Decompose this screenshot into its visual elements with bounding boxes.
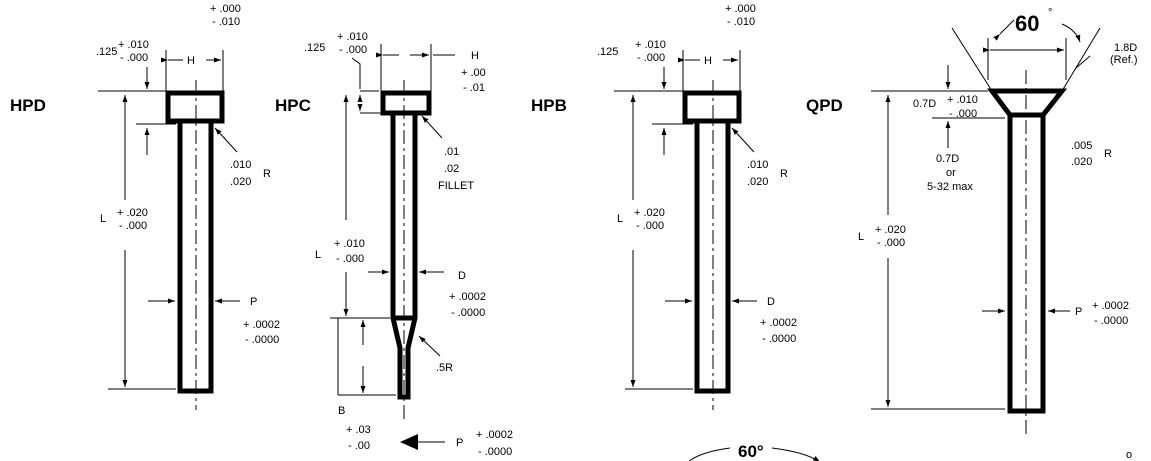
hpb-head-tol-plus: + .010 [635, 39, 666, 51]
hpb-head-tol-minus: - .000 [637, 52, 665, 64]
hpd-point-label: P [250, 296, 257, 308]
qpd-radius-2: .020 [1071, 156, 1092, 168]
hpd-drawing: HPD H + .000 - .010 .125 + .010 - .000 L… [10, 3, 280, 410]
bottom-partial-drawing: 60° o [688, 442, 1132, 461]
hpd-label: HPD [10, 96, 46, 115]
hpc-head-height: .125 [304, 42, 325, 54]
hpc-dia-tol-plus: + .0002 [449, 291, 486, 303]
hpb-label: HPB [531, 96, 567, 115]
hpd-top-tol-minus: - .010 [212, 16, 240, 28]
hpc-dia-label: D [458, 270, 466, 282]
hpb-length-label: L [617, 213, 623, 225]
qpd-length-tol-minus: - .000 [877, 237, 905, 249]
hpb-top-tol-plus: + .000 [725, 3, 756, 15]
hpd-head-tol-plus: + .010 [118, 39, 149, 51]
qpd-point-label: P [1075, 306, 1082, 318]
hpc-head-tol-minus: - .000 [339, 44, 367, 56]
hpd-radius-label: R [263, 168, 271, 180]
hpb-head-height: .125 [597, 46, 618, 58]
qpd-head-note-1: 0.7D [936, 153, 959, 165]
hpc-b-tol-minus: - .00 [348, 440, 370, 452]
qpd-drawing: QPD 60 ° 1.8D (Ref.) 0.7D + .010 - .000 … [806, 7, 1138, 438]
qpd-angle-value: 60 [1015, 11, 1039, 36]
hpd-head-tol-minus: - .000 [120, 52, 148, 64]
qpd-length-tol-plus: + .020 [875, 224, 906, 236]
hpc-fillet-1: .01 [444, 146, 459, 158]
hpd-length-label: L [100, 213, 106, 225]
hpc-label: HPC [275, 96, 311, 115]
hpc-point-tol-plus: + .0002 [476, 429, 513, 441]
hpb-dia-tol-plus: + .0002 [760, 317, 797, 329]
hpc-h-tol-minus: - .01 [463, 82, 485, 94]
bottom-angle-label: 60° [738, 442, 764, 461]
hpc-blend-radius: .5R [436, 362, 453, 374]
hpd-point-tol-minus: - .0000 [245, 334, 279, 346]
hpc-dia-tol-minus: - .0000 [451, 307, 485, 319]
hpc-point-tol-minus: - .0000 [478, 446, 512, 458]
qpd-angle-degree: ° [1048, 7, 1052, 19]
hpd-radius-2: .020 [230, 176, 251, 188]
hpd-radius-1: .010 [230, 159, 251, 171]
hpc-fillet-2: .02 [444, 163, 459, 175]
hpc-head-tol-plus: + .010 [337, 31, 368, 43]
qpd-head-tol-minus: - .000 [949, 108, 977, 120]
qpd-head-note-3: 5-32 max [927, 181, 973, 193]
hpc-fillet-label: FILLET [438, 180, 474, 192]
hpc-h-tol-plus: + .00 [461, 67, 486, 79]
hpd-top-tol-plus: + .000 [210, 3, 241, 15]
hpc-h-label: H [471, 50, 479, 62]
hpd-length-tol-minus: - .000 [119, 220, 147, 232]
hpd-h-label: H [187, 55, 195, 67]
hpc-length-label: L [315, 249, 321, 261]
hpd-length-tol-plus: + .020 [117, 207, 148, 219]
qpd-radius-label: R [1104, 148, 1112, 160]
qpd-ref-1: 1.8D [1114, 42, 1137, 54]
hpc-b-label: B [338, 405, 345, 417]
hpb-radius-2: .020 [747, 176, 768, 188]
qpd-ref-2: (Ref.) [1110, 54, 1138, 66]
hpb-length-tol-plus: + .020 [634, 207, 665, 219]
qpd-point-tol-minus: - .0000 [1094, 315, 1128, 327]
hpb-dia-label: D [767, 296, 775, 308]
hpd-punch-outline [165, 80, 225, 410]
hpb-dia-tol-minus: - .0000 [762, 333, 796, 345]
hpc-length-tol-plus: + .010 [334, 238, 365, 250]
hpb-top-tol-minus: - .010 [727, 16, 755, 28]
hpd-head-height: .125 [96, 46, 117, 58]
qpd-head-height: 0.7D [913, 98, 936, 110]
qpd-radius-1: .005 [1071, 140, 1092, 152]
hpc-b-tol-plus: + .03 [346, 424, 371, 436]
qpd-label: QPD [806, 96, 843, 115]
hpc-point-label: P [456, 437, 463, 449]
hpb-drawing: HPB H + .000 - .010 .125 + .010 - .000 L… [531, 3, 797, 410]
hpc-punch-outline [380, 80, 432, 420]
qpd-point-tol-plus: + .0002 [1092, 300, 1129, 312]
hpb-h-label: H [704, 55, 712, 67]
qpd-punch-outline [987, 70, 1068, 438]
hpb-length-tol-minus: - .000 [636, 220, 664, 232]
hpb-radius-1: .010 [747, 159, 768, 171]
qpd-length-label: L [858, 231, 864, 243]
hpc-drawing: HPC H + .00 - .01 .125 + .010 - .000 L +… [275, 31, 513, 458]
hpd-point-tol-plus: + .0002 [243, 319, 280, 331]
hpc-length-tol-minus: - .000 [336, 253, 364, 265]
bottom-corner-degree: o [1126, 449, 1132, 461]
hpb-punch-outline [682, 80, 742, 410]
hpb-radius-label: R [780, 168, 788, 180]
qpd-head-tol-plus: + .010 [947, 94, 978, 106]
qpd-head-note-2: or [946, 167, 956, 179]
